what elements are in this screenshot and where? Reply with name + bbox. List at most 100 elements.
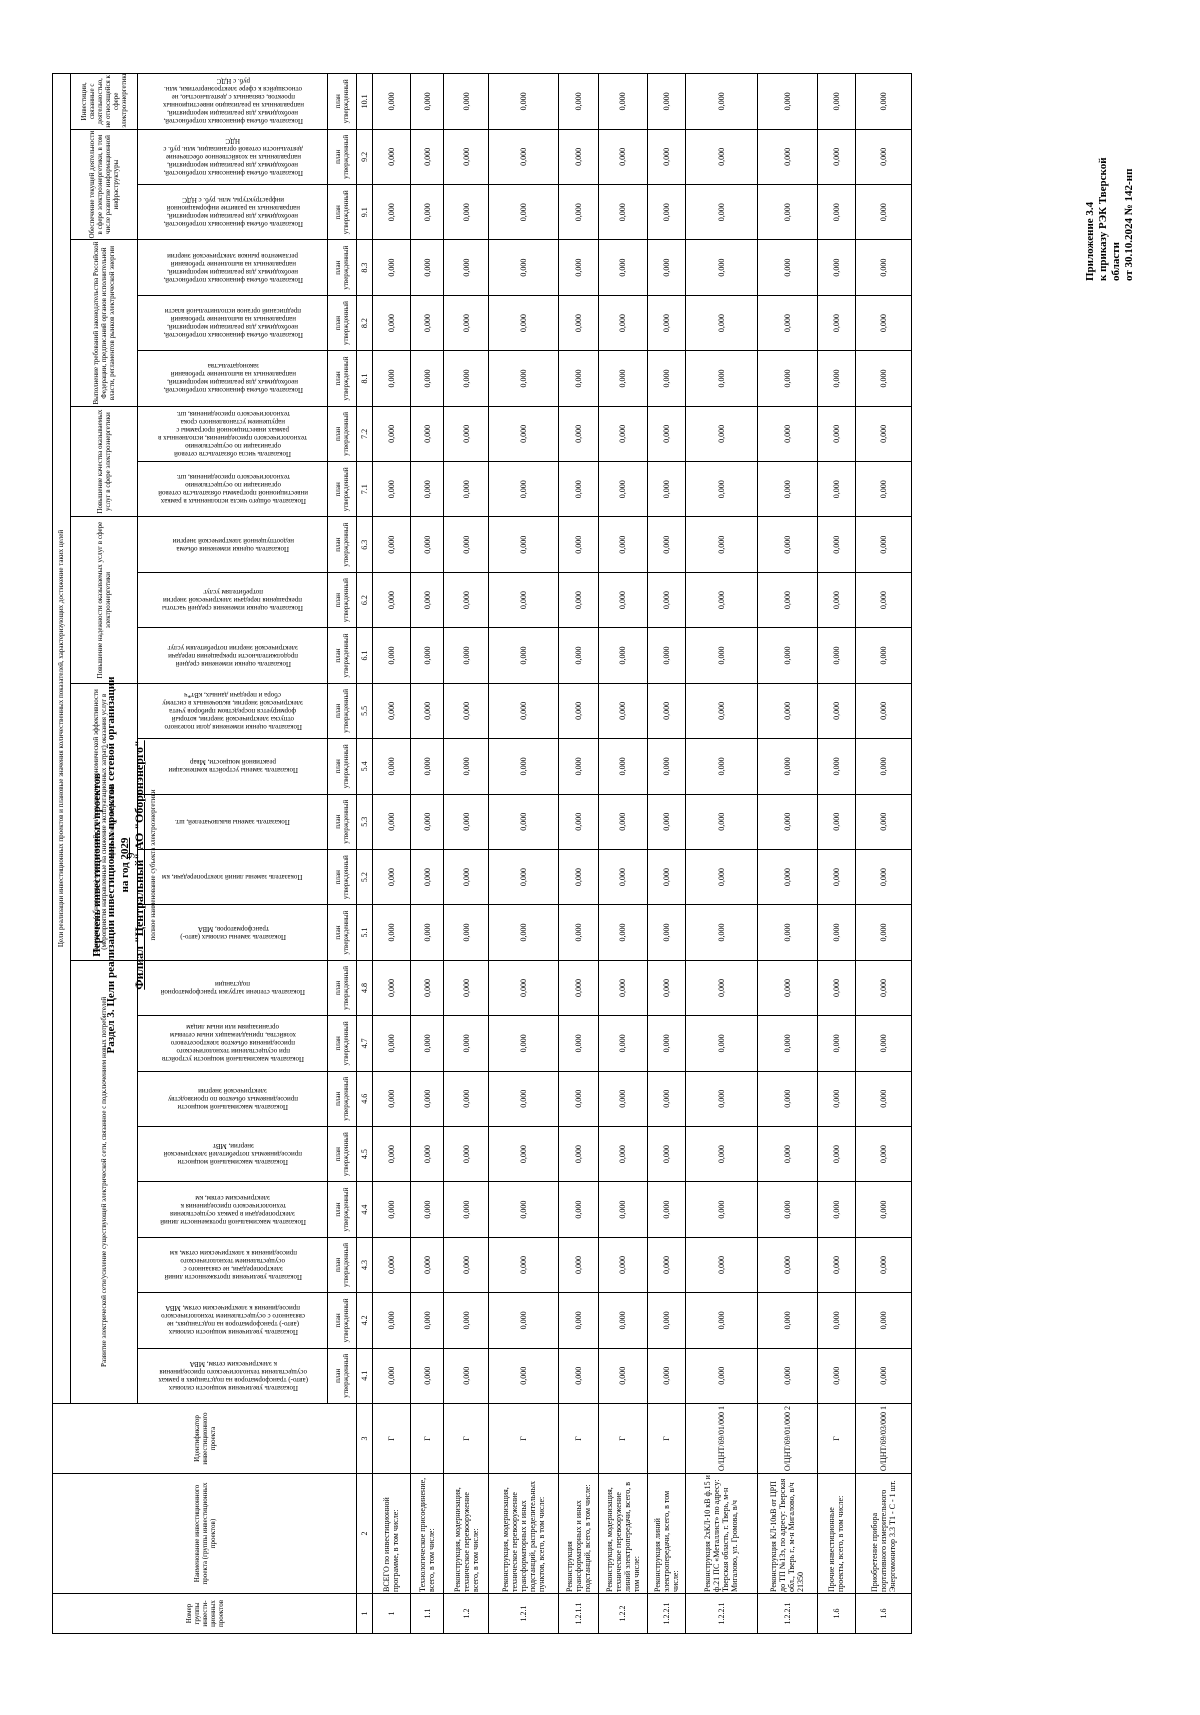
row-group-number: 1.2.1.1 <box>558 1593 599 1634</box>
row-value: 0,000 <box>685 627 758 684</box>
row-value: 0,000 <box>598 239 648 296</box>
row-value: 0,000 <box>647 129 686 185</box>
row-value: 0,000 <box>817 1292 856 1349</box>
row-group-number: 1.2.2.1 <box>685 1593 758 1634</box>
row-value: 0,000 <box>817 1181 856 1238</box>
row-value: 0,000 <box>598 184 648 240</box>
row-value: 0,000 <box>757 1348 818 1404</box>
row-value: 0,000 <box>443 184 489 240</box>
unit-label: план утвержденный <box>327 1237 357 1293</box>
row-value: 0,000 <box>558 904 599 961</box>
indicator-label: Показатель максимальной мощности присоед… <box>163 1142 302 1167</box>
row-value: 0,000 <box>488 129 559 185</box>
row-value: 0,000 <box>443 572 489 628</box>
column-number: 1 <box>356 1593 373 1634</box>
row-group-number: 1.2 <box>443 1593 489 1634</box>
row-value: 0,000 <box>757 1237 818 1293</box>
unit-label: план утвержденный <box>327 1181 357 1238</box>
row-value: 0,000 <box>558 1181 599 1238</box>
row-identifier: Г <box>410 1403 444 1474</box>
row-value: 0,000 <box>757 461 818 517</box>
row-value: 0,000 <box>855 517 912 573</box>
row-value: 0,000 <box>817 461 856 517</box>
row-value: 0,000 <box>817 904 856 961</box>
row-value: 0,000 <box>647 295 686 351</box>
row-value: 0,000 <box>685 849 758 905</box>
row-value: 0,000 <box>488 1292 559 1349</box>
row-value: 0,000 <box>488 1126 559 1182</box>
unit-label: план утвержденный <box>327 1071 357 1127</box>
row-value: 0,000 <box>817 406 856 462</box>
header-row-indicators: Показатель увеличения мощности силовых (… <box>137 73 328 1634</box>
unit-label: план утвержденный <box>327 1348 357 1404</box>
column-number: 6.1 <box>356 627 373 684</box>
row-value: 0,000 <box>685 1015 758 1072</box>
row-project-name: Реконструкция трансформаторных и иных по… <box>558 1473 599 1594</box>
row-value: 0,000 <box>558 1348 599 1404</box>
row-value: 0,000 <box>817 794 856 850</box>
row-value: 0,000 <box>443 849 489 905</box>
row-value: 0,000 <box>558 1237 599 1293</box>
row-value: 0,000 <box>647 960 686 1016</box>
row-value: 0,000 <box>372 295 411 351</box>
row-value: 0,000 <box>443 461 489 517</box>
header-indicator: Показатель оценки изменения средней прод… <box>137 627 328 684</box>
indicator-label: Показатель общего числа исполненных в ра… <box>157 473 308 506</box>
row-value: 0,000 <box>443 1348 489 1404</box>
indicator-label: Показатель замены устройств компенсации … <box>167 758 298 775</box>
row-value: 0,000 <box>443 129 489 185</box>
header-indicator: Показатель объема финансовых потребносте… <box>137 295 328 351</box>
row-value: 0,000 <box>372 1071 411 1127</box>
row-value: 0,000 <box>488 794 559 850</box>
row-identifier: О/ЦНТ/69/01/000 2 <box>757 1403 818 1474</box>
row-value: 0,000 <box>410 295 444 351</box>
column-number: 9.1 <box>356 184 373 240</box>
row-value: 0,000 <box>598 738 648 795</box>
row-identifier: Г <box>372 1403 411 1474</box>
row-value: 0,000 <box>598 461 648 517</box>
row-identifier: Г <box>443 1403 489 1474</box>
indicator-label: Показатель максимальной мощности присоед… <box>167 1086 298 1111</box>
unit-label: план утвержденный <box>327 295 357 351</box>
row-value: 0,000 <box>685 1292 758 1349</box>
column-number: 7.1 <box>356 461 373 517</box>
row-value: 0,000 <box>558 1015 599 1072</box>
header-indicator: Показатель числа обязательств сетевой ор… <box>137 406 328 462</box>
unit-label: план утвержденный <box>327 517 357 573</box>
row-value: 0,000 <box>685 1126 758 1182</box>
row-value: 0,000 <box>598 794 648 850</box>
row-value: 0,000 <box>757 406 818 462</box>
row-value: 0,000 <box>757 1181 818 1238</box>
row-value: 0,000 <box>410 406 444 462</box>
unit-label: план утвержденный <box>327 849 357 905</box>
row-value: 0,000 <box>598 627 648 684</box>
row-value: 0,000 <box>443 406 489 462</box>
row-value: 0,000 <box>855 1015 912 1072</box>
row-value: 0,000 <box>598 129 648 185</box>
row-value: 0,000 <box>855 904 912 961</box>
row-value: 0,000 <box>410 129 444 185</box>
row-value: 0,000 <box>598 1126 648 1182</box>
row-value: 0,000 <box>372 904 411 961</box>
row-identifier: О/ЦНТ/69/01/000 1 <box>685 1403 758 1474</box>
row-value: 0,000 <box>410 1071 444 1127</box>
header-indicator: Показатель оценки изменения средней част… <box>137 572 328 628</box>
row-value: 0,000 <box>372 1181 411 1238</box>
title-block: Перечень инвестиционных проектов Раздел … <box>91 0 157 1696</box>
row-value: 0,000 <box>817 184 856 240</box>
row-value: 0,000 <box>488 1015 559 1072</box>
row-value: 0,000 <box>410 1015 444 1072</box>
row-value: 0,000 <box>558 517 599 573</box>
row-value: 0,000 <box>685 1348 758 1404</box>
row-value: 0,000 <box>372 1237 411 1293</box>
row-value: 0,000 <box>410 517 444 573</box>
column-number: 4.6 <box>356 1071 373 1127</box>
unit-label: план утвержденный <box>327 627 357 684</box>
row-identifier: Г <box>817 1403 856 1474</box>
row-value: 0,000 <box>443 683 489 739</box>
row-value: 0,000 <box>855 295 912 351</box>
row-value: 0,000 <box>598 572 648 628</box>
row-value: 0,000 <box>817 239 856 296</box>
